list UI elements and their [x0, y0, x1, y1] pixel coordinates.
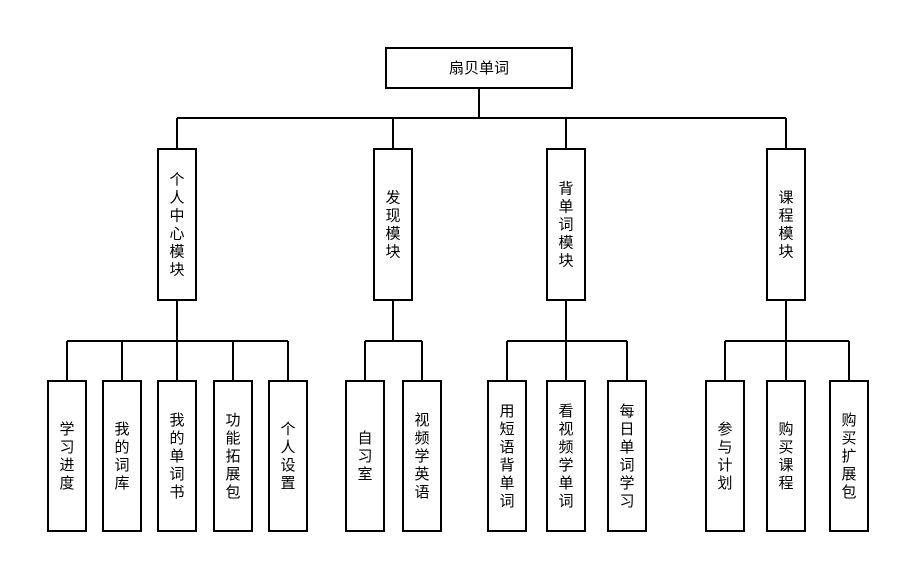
leaf-node-box-m1c5	[268, 380, 308, 532]
leaf-node-label-m3c1: 用短语背单词	[499, 402, 514, 510]
leaf-node-box-m2c2	[402, 380, 442, 532]
root-node-box	[385, 47, 573, 89]
module-node-label-m4: 课程模块	[778, 189, 793, 261]
leaf-node-box-m1c4	[213, 380, 253, 532]
leaf-node-label-m3c3: 每日单词学习	[619, 402, 634, 510]
leaf-node-label-m1c4: 功能拓展包	[225, 411, 240, 501]
module-node-label-m1: 个人中心模块	[169, 171, 184, 279]
leaf-node-box-m1c2	[102, 380, 142, 532]
leaf-node-box-m4c1	[705, 380, 745, 532]
root-node-label: 扇贝单词	[449, 59, 509, 77]
leaf-node-box-m1c1	[47, 380, 87, 532]
leaf-node-label-m2c1: 自习室	[357, 429, 372, 483]
module-node-box-m2	[373, 148, 413, 301]
leaf-node-label-m4c2: 购买课程	[778, 420, 793, 492]
connector-lines	[66, 88, 850, 381]
module-node-box-m1	[157, 148, 197, 301]
leaf-node-box-m3c1	[487, 380, 527, 532]
leaf-node-box-m3c2	[546, 380, 586, 532]
leaf-node-box-m3c3	[607, 380, 647, 532]
leaf-node-label-m1c5: 个人设置	[280, 420, 295, 492]
leaf-node-label-m1c2: 我的词库	[114, 420, 129, 492]
leaf-node-box-m4c2	[766, 380, 806, 532]
leaf-node-label-m2c2: 视频学英语	[414, 411, 429, 501]
module-node-label-m2: 发现模块	[385, 189, 400, 261]
leaf-node-label-m1c1: 学习进度	[59, 420, 74, 492]
module-node-label-m3: 背单词模块	[558, 180, 573, 270]
leaf-node-box-m4c3	[829, 380, 869, 532]
leaf-node-label-m1c3: 我的单词书	[169, 411, 184, 501]
leaf-node-box-m2c1	[345, 380, 385, 532]
module-node-box-m4	[766, 148, 806, 301]
leaf-node-label-m4c1: 参与计划	[717, 420, 732, 492]
leaf-node-label-m4c3: 购买扩展包	[841, 411, 856, 501]
leaf-node-label-m3c2: 看视频学单词	[558, 402, 573, 510]
leaf-node-box-m1c3	[157, 380, 197, 532]
module-node-box-m3	[546, 148, 586, 301]
